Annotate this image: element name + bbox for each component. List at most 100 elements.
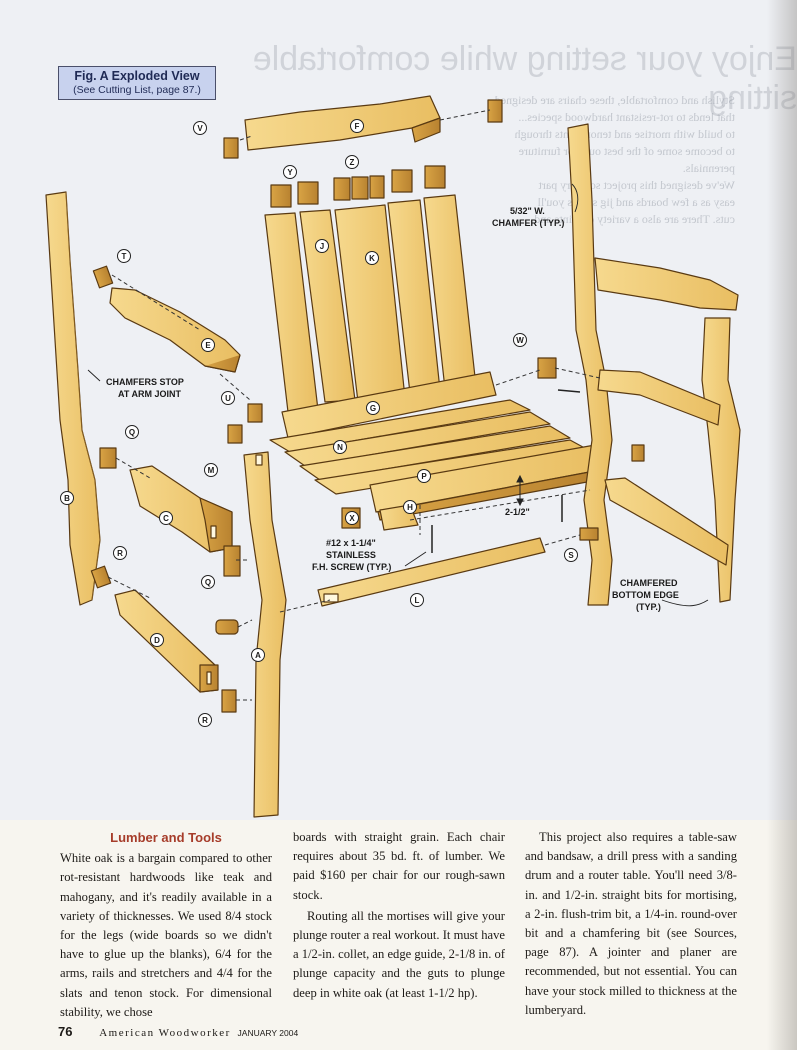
front-leg-left [243,451,287,818]
svg-text:V: V [197,124,203,133]
column-1-text: White oak is a bargain compared to other… [60,851,272,1019]
part-tag-r2: R [198,713,212,727]
part-tag-d: D [150,633,164,647]
svg-text:B: B [64,494,70,503]
part-tag-e: E [201,338,215,352]
column-2-paragraph-2: Routing all the mortises will give your … [293,908,505,1000]
svg-text:M: M [208,466,215,475]
callout-screw-2: STAINLESS [326,550,376,560]
column-3-text: This project also requires a table-saw a… [525,830,737,1017]
callout-chamfer-top-1: 5/32" W. [510,206,545,216]
callout-chamfer-top-2: CHAMFER (TYP.) [492,218,564,228]
part-tag-a: A [251,648,265,662]
part-tag-k: K [365,251,379,265]
page-footer: 76 American Woodworker JANUARY 2004 [58,1024,298,1039]
part-tag-h: H [403,500,417,514]
svg-text:D: D [154,636,160,645]
part-tag-r: R [113,546,127,560]
svg-text:J: J [320,242,324,251]
svg-text:F: F [355,122,360,131]
part-tag-g: G [366,401,380,415]
callout-chamfers-stop-1: CHAMFERS STOP [106,377,184,387]
svg-text:E: E [205,341,211,350]
part-tag-m: M [204,463,218,477]
callout-chamfers-stop-2: AT ARM JOINT [118,389,181,399]
block-y [270,184,292,208]
stretcher-right [604,477,729,566]
figure-label: Fig. A Exploded View (See Cutting List, … [58,66,216,100]
callout-bottom-edge-2: BOTTOM EDGE [612,590,679,600]
svg-text:A: A [255,651,261,660]
tenon-q1 [99,447,117,469]
column-2-paragraph-1: boards with straight grain. Each chair r… [293,830,505,902]
tenon-t [92,265,114,289]
block-v [223,137,239,159]
svg-text:R: R [117,549,123,558]
callout-bottom-edge-3: (TYP.) [636,602,661,612]
part-tag-z: Z [345,155,359,169]
figure-title: Fig. A Exploded View [74,69,200,83]
part-tag-q2: Q [201,575,215,589]
svg-text:X: X [349,514,355,523]
article-column-1: Lumber and Tools White oak is a bargain … [60,828,272,1022]
exploded-view-diagram: 5/32" W. CHAMFER (TYP.) CHAMFERS STOP AT… [45,95,741,818]
tenon-r2 [221,689,237,713]
svg-text:Y: Y [287,168,293,177]
block-w [537,357,557,379]
part-tag-f: F [350,119,364,133]
svg-text:W: W [516,336,524,345]
svg-text:L: L [415,596,420,605]
lower-stretcher [317,537,546,607]
callout-bottom-edge-1: CHAMFERED [620,578,678,588]
svg-text:N: N [337,443,343,452]
svg-text:P: P [421,472,427,481]
article-column-3: This project also requires a table-saw a… [525,828,737,1020]
part-tag-w: W [513,333,527,347]
figure-subtitle: (See Cutting List, page 87.) [73,84,201,96]
seat-slat-1 [269,399,531,453]
part-tag-v: V [193,121,207,135]
svg-text:H: H [407,503,413,512]
svg-text:S: S [568,551,574,560]
article-column-2: boards with straight grain. Each chair r… [293,828,505,1003]
callout-screw-1: #12 x 1-1/4" [326,538,376,548]
rear-leg-right [567,123,613,606]
part-tag-y: Y [283,165,297,179]
tenon-u [247,403,263,423]
issue-date: JANUARY 2004 [237,1028,299,1038]
loose-block [215,619,239,635]
arm-left [109,287,241,373]
callout-gap: 2-1/2" [505,507,530,517]
side-rail-right [597,369,721,426]
rear-leg-left [45,191,101,606]
svg-text:R: R [202,716,208,725]
tenon-q2 [223,545,241,577]
section-heading: Lumber and Tools [110,830,222,845]
part-tag-u: U [221,391,235,405]
svg-text:U: U [225,394,231,403]
svg-text:C: C [163,514,169,523]
seat-slat-3 [299,425,571,481]
part-tag-l: L [410,593,424,607]
svg-text:Q: Q [205,578,211,587]
back-rail [281,371,497,439]
part-tag-j: J [315,239,329,253]
part-tag-b: B [60,491,74,505]
top-rail [244,95,441,151]
svg-text:Z: Z [350,158,355,167]
tenon-r1 [90,565,112,589]
svg-text:T: T [122,252,127,261]
part-tag-n: N [333,440,347,454]
svg-text:G: G [370,404,376,413]
block-s [579,527,599,541]
callout-screw-3: F.H. SCREW (TYP.) [312,562,391,572]
part-tag-s: S [564,548,578,562]
block-z1 [333,177,351,201]
part-tag-p: P [417,469,431,483]
page-edge-shadow [767,0,797,1050]
screw-icon [431,389,581,553]
magazine-name: American Woodworker [99,1027,231,1039]
part-tag-t: T [117,249,131,263]
svg-text:Q: Q [129,428,135,437]
